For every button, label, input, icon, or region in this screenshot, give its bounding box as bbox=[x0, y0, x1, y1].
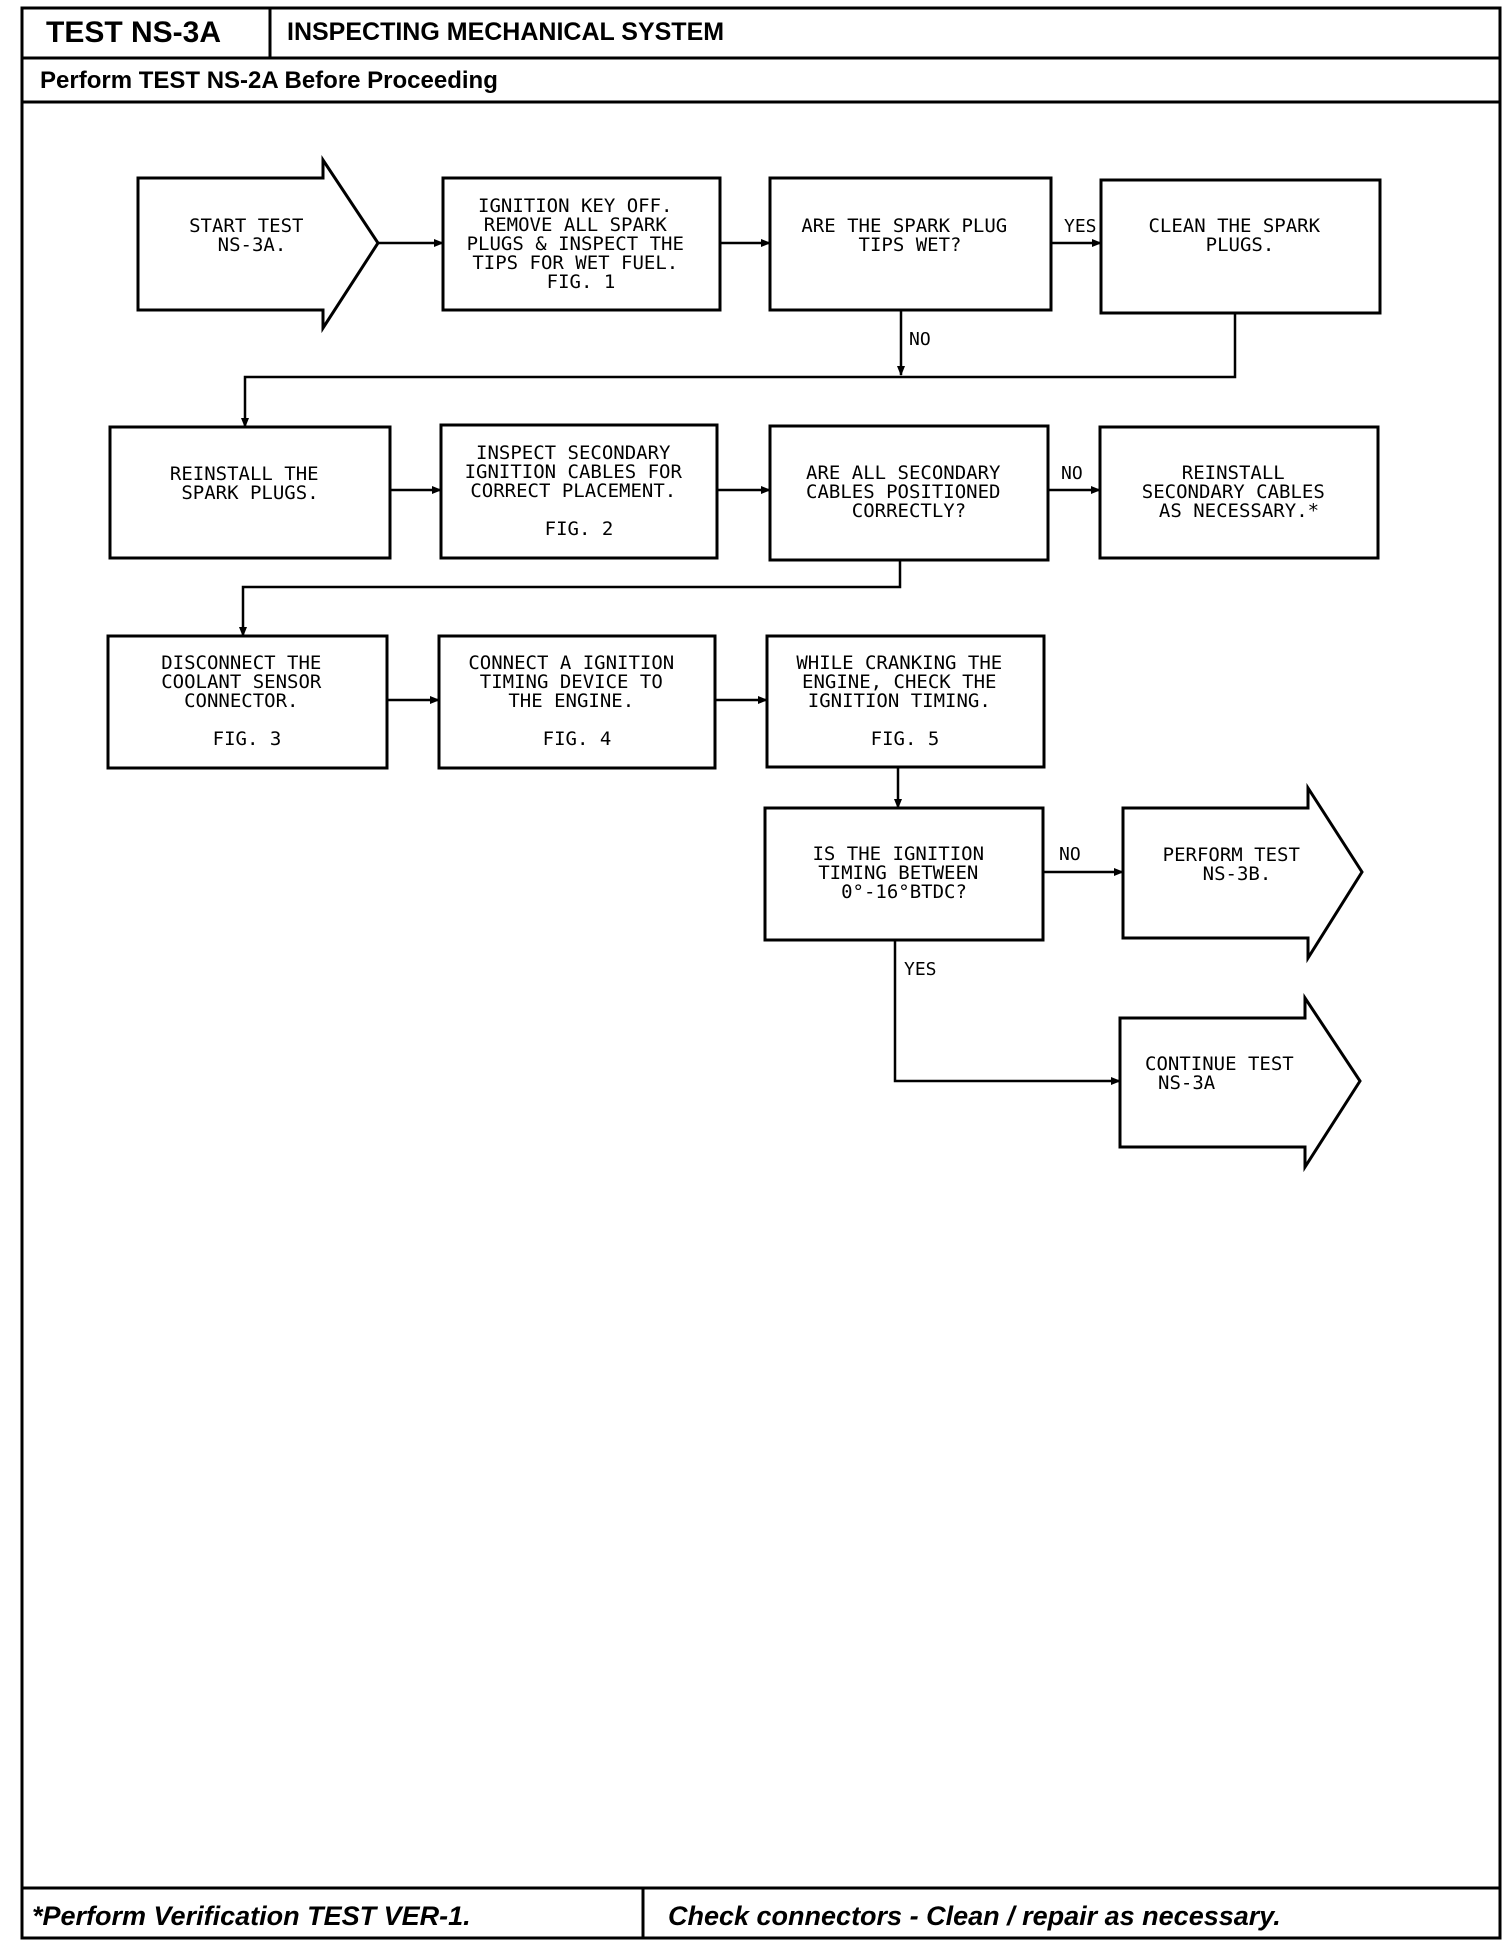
decision-tips-wet-box: ARE THE SPARK PLUG TIPS WET? bbox=[768, 176, 1053, 312]
test-id: TEST NS-3A bbox=[46, 16, 221, 49]
decision-cables-ok-box: ARE ALL SECONDARY CABLES POSITIONED CORR… bbox=[768, 424, 1050, 562]
svg-text:WHILE CRANKING THE ENGIN: WHILE CRANKING THE ENGINE, CHECK THE IGN… bbox=[796, 652, 1013, 750]
svg-text:IS THE IGNITION TIMING B: IS THE IGNITION TIMING BETWEEN 0°-16°BTD… bbox=[812, 843, 995, 903]
footer-left-note: *Perform Verification TEST VER-1. bbox=[32, 1901, 471, 1931]
step-reinstall-cables-box: REINSTALL SECONDARY CABLES AS NECESSARY.… bbox=[1098, 425, 1380, 560]
svg-text:ARE ALL SECONDARY CABLES: ARE ALL SECONDARY CABLES POSITIONED CORR… bbox=[806, 462, 1012, 522]
svg-text:REINSTALL SECONDARY CABL: REINSTALL SECONDARY CABLES AS NECESSARY.… bbox=[1142, 462, 1336, 522]
step-check-timing-box: WHILE CRANKING THE ENGINE, CHECK THE IGN… bbox=[765, 634, 1046, 769]
header-title: INSPECTING MECHANICAL SYSTEM bbox=[287, 18, 724, 46]
prerequisite-note: Perform TEST NS-2A Before Proceeding bbox=[40, 67, 498, 94]
svg-text:CLEAN THE SPARK PLUGS.: CLEAN THE SPARK PLUGS. bbox=[1148, 215, 1331, 256]
edge-label-no: NO bbox=[1059, 844, 1081, 865]
edge-label-no: NO bbox=[909, 329, 931, 350]
svg-text:IGNITION KEY OFF. REMOVE: IGNITION KEY OFF. REMOVE ALL SPARK PLUGS… bbox=[467, 195, 696, 293]
svg-text:REINSTALL THE SPARK PLUG: REINSTALL THE SPARK PLUGS. bbox=[170, 463, 330, 504]
step-disconnect-sensor-box: DISCONNECT THE COOLANT SENSOR CONNECTOR.… bbox=[106, 634, 389, 770]
decision-timing-ok-box: IS THE IGNITION TIMING BETWEEN 0°-16°BTD… bbox=[763, 806, 1045, 942]
page-border bbox=[20, 6, 1502, 1940]
footer-right-note: Check connectors - Clean / repair as nec… bbox=[668, 1901, 1281, 1931]
edge-timingok-yes bbox=[893, 940, 1121, 1085]
start-terminal-arrow: START TEST NS-3A. bbox=[136, 155, 380, 334]
continue-test-ns-3a-arrow: CONTINUE TEST NS-3A bbox=[1118, 993, 1362, 1173]
edge-label-no: NO bbox=[1061, 463, 1083, 484]
step-reinstall-plugs-box: REINSTALL THE SPARK PLUGS. bbox=[108, 425, 392, 560]
edge-cablesok-yes bbox=[239, 560, 902, 637]
perform-test-ns-3b-arrow: PERFORM TEST NS-3B. bbox=[1121, 782, 1364, 964]
connectors bbox=[239, 239, 1237, 1085]
edge-loop-to-reinstall bbox=[241, 313, 1237, 428]
step-connect-timing-device-box: CONNECT A IGNITION TIMING DEVICE TO THE … bbox=[437, 634, 717, 770]
svg-text:CONNECT A IGNITION TIMIN: CONNECT A IGNITION TIMING DEVICE TO THE … bbox=[468, 652, 685, 750]
svg-text:START TEST NS-3A.: START TEST NS-3A. bbox=[189, 215, 315, 256]
footer: *Perform Verification TEST VER-1. Check … bbox=[22, 1886, 1500, 1938]
svg-text:DISCONNECT THE COOLANT S: DISCONNECT THE COOLANT SENSOR CONNECTOR.… bbox=[161, 652, 333, 750]
svg-text:PERFORM TEST NS-3B.: PERFORM TEST NS-3B. bbox=[1163, 844, 1312, 885]
step-key-off-box: IGNITION KEY OFF. REMOVE ALL SPARK PLUGS… bbox=[441, 176, 722, 312]
step-clean-plugs-box: CLEAN THE SPARK PLUGS. bbox=[1099, 178, 1382, 315]
edge-label-yes: YES bbox=[904, 959, 937, 980]
svg-text:CONTINUE TEST NS-3A: CONTINUE TEST NS-3A bbox=[1145, 1053, 1305, 1094]
header: TEST NS-3A INSPECTING MECHANICAL SYSTEM … bbox=[22, 8, 1500, 104]
edge-label-yes: YES bbox=[1064, 216, 1097, 237]
svg-text:INSPECT SECONDARY IGNITI: INSPECT SECONDARY IGNITION CABLES FOR CO… bbox=[465, 442, 694, 540]
step-inspect-cables-box: INSPECT SECONDARY IGNITION CABLES FOR CO… bbox=[439, 423, 719, 560]
svg-text:ARE THE SPARK PLUG TIPS: ARE THE SPARK PLUG TIPS WET? bbox=[801, 215, 1018, 256]
